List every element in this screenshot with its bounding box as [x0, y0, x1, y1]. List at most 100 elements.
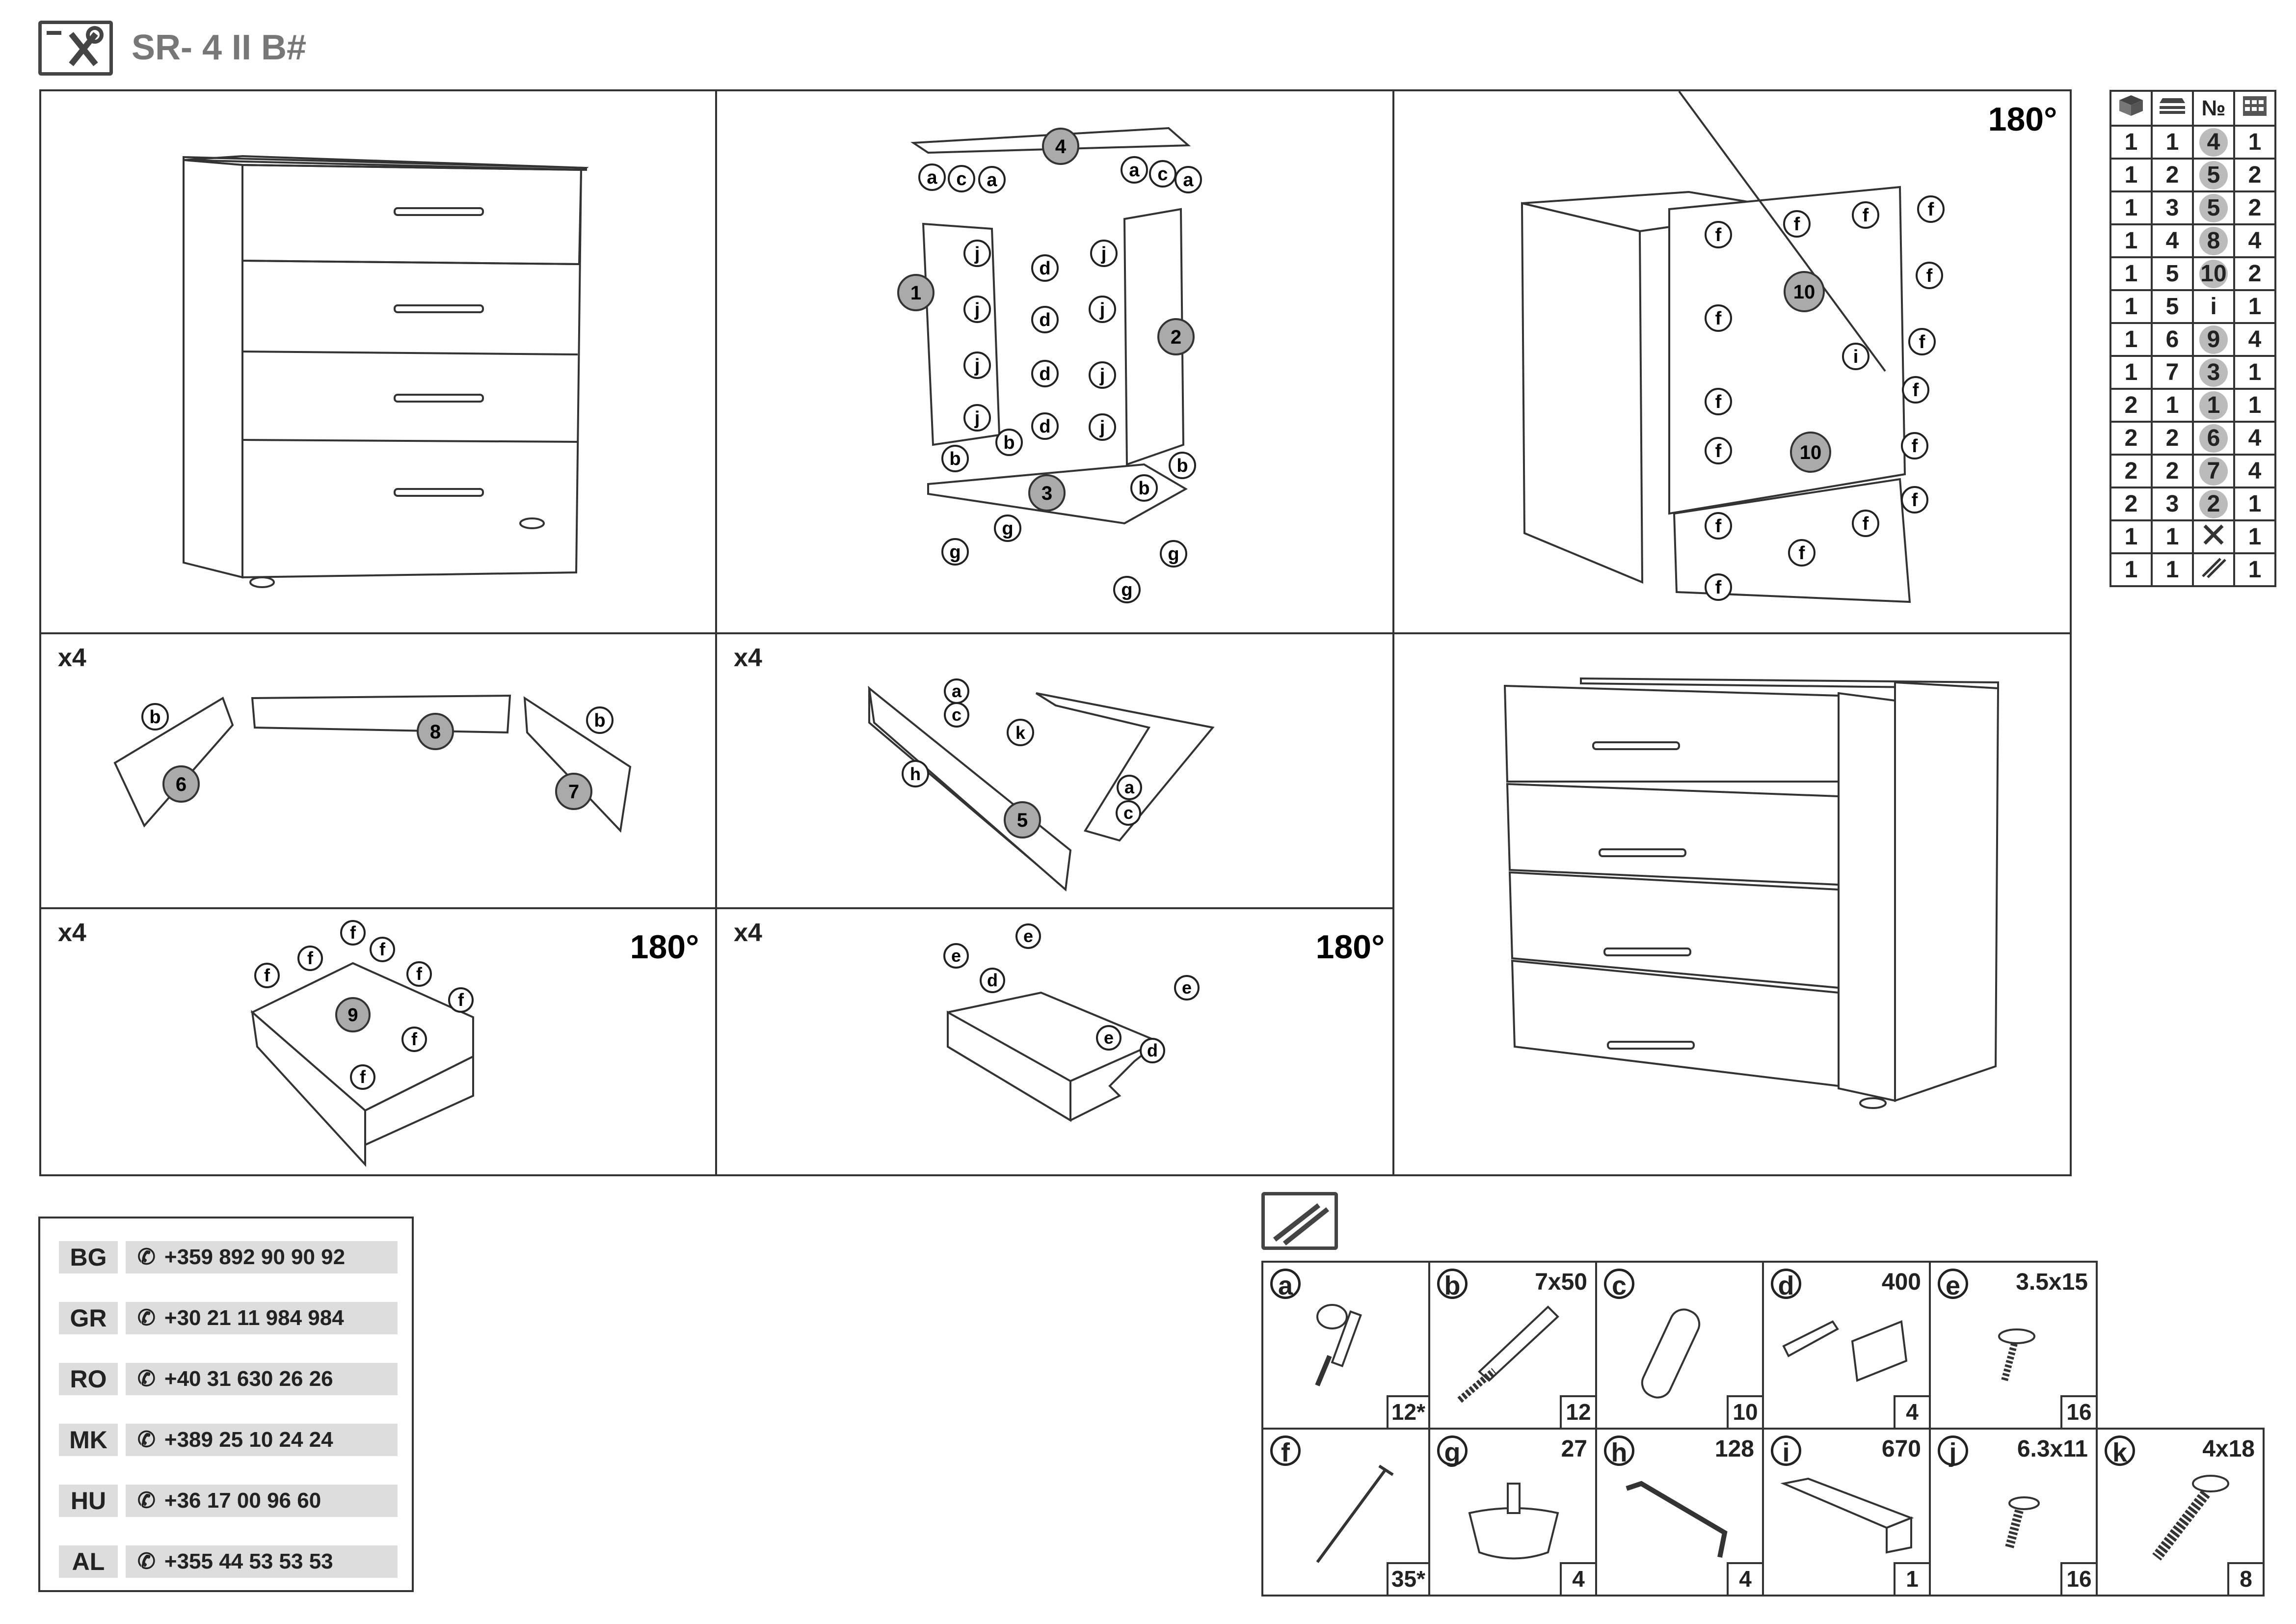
- hardware-qty: 4: [1727, 1562, 1762, 1595]
- fitting-g-label: g: [1121, 580, 1132, 600]
- part-10-label: 10: [1800, 442, 1822, 463]
- hardware-item-e: e 3.5x15 16: [1929, 1261, 2098, 1430]
- fitting-e-label: e: [1104, 1028, 1114, 1048]
- phone-icon: ✆: [137, 1367, 156, 1391]
- fitting-f-label: f: [1912, 436, 1918, 457]
- step-panel-carcass-assembly: 4 1 2 3 a c a a c a j j j j d d d: [715, 89, 1394, 634]
- fitting-a-label: a: [1124, 777, 1135, 797]
- tools-icon: [2192, 519, 2235, 554]
- fitting-g-label: g: [1002, 518, 1013, 539]
- part-9-label: 9: [347, 1005, 358, 1026]
- hardware-qty: 16: [2060, 1562, 2096, 1595]
- fitting-d-label: d: [1039, 416, 1050, 437]
- hardware-size: 670: [1881, 1436, 1921, 1462]
- rotate-180-label: 180°: [1988, 101, 2057, 138]
- hardware-qty: 12*: [1386, 1395, 1428, 1428]
- hardware-size: 4x18: [2202, 1436, 2255, 1462]
- phone-icon: ✆: [137, 1245, 156, 1269]
- hardware-pack-icon: [1261, 1192, 1338, 1250]
- model-title: SR- 4 II B#: [132, 28, 307, 67]
- contact-row: HU ✆+36 17 00 96 60: [59, 1485, 398, 1517]
- part-10-label: 10: [1793, 281, 1815, 303]
- phone-icon: ✆: [137, 1428, 156, 1452]
- fitting-f-label: f: [1799, 543, 1805, 564]
- fitting-a-label: a: [1183, 170, 1194, 190]
- fitting-k-label: k: [1015, 723, 1026, 743]
- fitting-f-label: f: [1715, 441, 1722, 461]
- fitting-f-label: f: [1794, 214, 1800, 235]
- hardware-letter: g: [1437, 1435, 1468, 1467]
- contact-row: GR ✆+30 21 11 984 984: [59, 1302, 398, 1334]
- hardware-letter: e: [1938, 1269, 1968, 1300]
- fitting-f-label: f: [1913, 380, 1919, 401]
- country-code: GR: [59, 1302, 118, 1334]
- hardware-item-f: f 35*: [1261, 1428, 1430, 1597]
- part-3-label: 3: [1041, 483, 1052, 504]
- part-4-label: 4: [1055, 136, 1067, 158]
- fitting-j-label: j: [974, 355, 980, 376]
- phone-number: ✆+30 21 11 984 984: [126, 1302, 398, 1334]
- hardware-item-j: j 6.3x11 16: [1929, 1428, 2098, 1597]
- rotate-180-label: 180°: [630, 928, 699, 966]
- fitting-j-label: j: [974, 299, 980, 320]
- fitting-j-label: j: [1099, 299, 1105, 320]
- contact-row: AL ✆+355 44 53 53 53: [59, 1545, 398, 1578]
- fitting-e-label: e: [1023, 926, 1033, 946]
- hardware-size: 3.5x15: [2016, 1269, 2088, 1295]
- fitting-i-label: i: [1853, 347, 1859, 367]
- fitting-j-label: j: [1099, 365, 1105, 386]
- hardware-qty: 4: [1894, 1395, 1929, 1428]
- hardware-letter: k: [2105, 1435, 2135, 1467]
- fitting-d-label: d: [1039, 310, 1050, 330]
- phone-number: ✆+36 17 00 96 60: [126, 1485, 398, 1517]
- fitting-e-label: e: [951, 946, 961, 966]
- hardware-size: 400: [1881, 1269, 1921, 1295]
- multiplier-label: x4: [734, 644, 762, 672]
- table-header-row: №: [2109, 90, 2276, 127]
- fitting-f-label: f: [1715, 577, 1722, 598]
- fitting-f-label: f: [411, 1029, 418, 1049]
- part-8-label: 8: [430, 721, 441, 743]
- nails-icon: [2192, 552, 2235, 587]
- fitting-f-label: f: [1715, 225, 1722, 245]
- fitting-b-label: b: [594, 710, 605, 731]
- multiplier-label: x4: [58, 919, 86, 947]
- fitting-f-label: f: [379, 939, 386, 959]
- fitting-f-label: f: [1715, 516, 1722, 537]
- phone-number: ✆+355 44 53 53 53: [126, 1545, 398, 1578]
- hardware-size: 27: [1561, 1436, 1587, 1462]
- hardware-size: 6.3x11: [2017, 1436, 2088, 1462]
- fitting-f-label: f: [1863, 205, 1869, 226]
- step-panel-drawer-bottom: x4 9 180° f f f f f f f f: [39, 907, 717, 1176]
- hardware-letter: j: [1938, 1435, 1968, 1467]
- fitting-c-label: c: [1123, 803, 1133, 823]
- step-panel-drawer-runners: x4 180° e e d e e d: [715, 907, 1394, 1176]
- fitting-f-label: f: [1912, 490, 1918, 511]
- fitting-a-label: a: [1129, 160, 1140, 181]
- fitting-g-label: g: [949, 542, 961, 563]
- fitting-f-label: f: [1926, 266, 1933, 286]
- hardware-qty: 4: [1560, 1562, 1595, 1595]
- tools-icon: [38, 21, 113, 76]
- rotate-180-label: 180°: [1316, 928, 1385, 966]
- number-symbol: №: [2192, 90, 2235, 127]
- fitting-f-label: f: [1863, 514, 1869, 534]
- step-panel-drawer-insertion: [1392, 632, 2072, 1176]
- country-code: AL: [59, 1545, 118, 1578]
- hardware-item-k: k 4x18 8: [2096, 1428, 2265, 1597]
- fitting-f-label: f: [1715, 392, 1722, 412]
- hardware-letter: c: [1604, 1269, 1634, 1300]
- fitting-e-label: e: [1182, 977, 1192, 998]
- hardware-item-d: d 400 4: [1762, 1261, 1931, 1430]
- country-code: RO: [59, 1363, 118, 1395]
- country-code: MK: [59, 1424, 118, 1456]
